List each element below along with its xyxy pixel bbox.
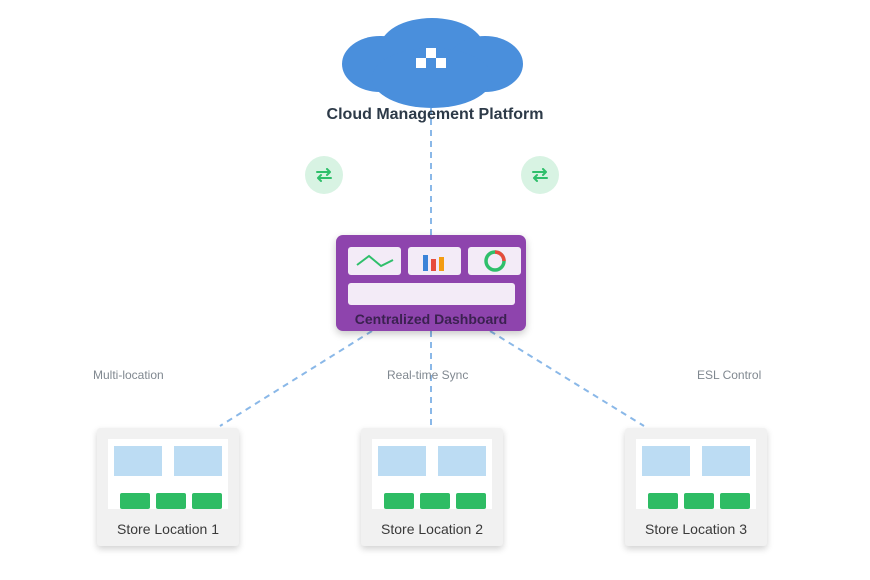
link-dashboard-store-1 [219,330,373,427]
link-dashboard-store-3 [489,330,645,427]
cloud-icon [342,18,523,108]
esl-tag [648,493,678,509]
store-location-1: Store Location 1 [97,428,239,546]
label-multi-location: Multi-location [93,368,164,382]
donut-chart-widget [468,247,521,275]
centralized-dashboard: Centralized Dashboard [336,235,526,331]
store-location-3: Store Location 3 [625,428,767,546]
donut-chart-icon [483,250,506,272]
esl-tag [684,493,714,509]
store-label: Store Location 3 [645,521,747,537]
display-screen [702,446,750,476]
esl-tag [156,493,186,509]
store-shelf-unit [108,439,228,509]
dashboard-title: Centralized Dashboard [354,311,508,327]
esl-tag [120,493,150,509]
sync-right-icon [521,156,559,194]
line-chart-widget [348,247,401,275]
exchange-arrows-icon [532,168,548,182]
store-label: Store Location 2 [381,521,483,537]
exchange-arrows-icon [316,168,332,182]
display-screen [174,446,222,476]
esl-tag [192,493,222,509]
line-chart-icon [355,254,393,268]
esl-tag [420,493,450,509]
sync-left-icon [305,156,343,194]
display-screen [378,446,426,476]
store-label: Store Location 1 [117,521,219,537]
label-realtime-sync: Real-time Sync [387,368,469,382]
label-esl-control: ESL Control [697,368,762,382]
display-screen [438,446,486,476]
display-screen [114,446,162,476]
store-shelf-unit [636,439,756,509]
dashboard-panel [348,283,515,305]
display-screen [642,446,690,476]
esl-tag [384,493,414,509]
cloud-title: Cloud Management Platform [326,106,544,123]
bar-chart-widget [408,247,461,275]
grid-logo-icon [416,48,446,68]
store-location-2: Store Location 2 [361,428,503,546]
esl-tag [456,493,486,509]
bar-chart-icon [422,255,444,271]
store-shelf-unit [372,439,492,509]
esl-tag [720,493,750,509]
